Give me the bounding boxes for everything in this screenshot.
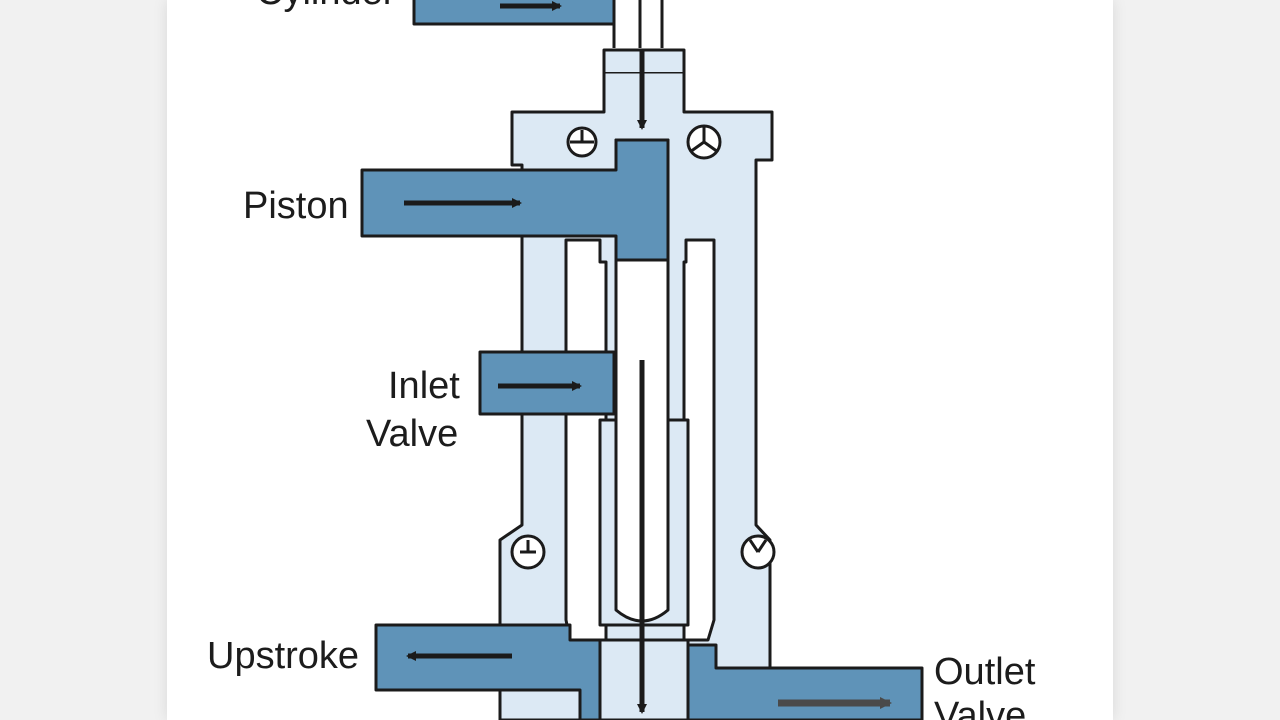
inlet-label: Inlet [388, 365, 460, 407]
piston-label: Piston [243, 185, 349, 227]
inlet-valve-pipe [478, 350, 616, 416]
upstroke-label: Upstroke [207, 635, 359, 677]
gauge-icon [740, 534, 776, 570]
gauge-icon [510, 534, 546, 570]
outlet-label: Outlet [934, 651, 1036, 693]
gauge-icon [566, 126, 598, 158]
gauge-icon [686, 124, 722, 160]
cylinder-label: Cylinder [256, 0, 396, 13]
top-rod [612, 0, 664, 48]
right-cavity [682, 238, 716, 642]
upstroke-pipe [374, 623, 602, 720]
valve-label: Valve [366, 413, 458, 455]
outlet-valve-label: Valve [934, 695, 1026, 720]
